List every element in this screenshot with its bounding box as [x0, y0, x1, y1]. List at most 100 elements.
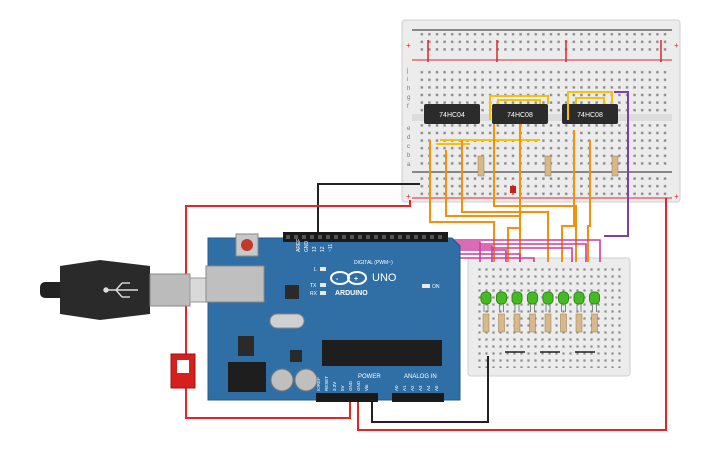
atmega-chip	[322, 340, 442, 366]
usb-jack	[205, 265, 265, 303]
pin12-label: 12	[320, 246, 326, 252]
small-red-part[interactable]	[510, 186, 516, 193]
wire-5v[interactable]	[357, 198, 667, 431]
led-tx-label: TX	[310, 283, 317, 289]
power-pin-label: IOREF	[316, 377, 321, 391]
resistors-main[interactable]	[477, 155, 619, 193]
capacitor	[294, 368, 318, 392]
analog-pin-label: A5	[434, 385, 439, 391]
pin11-label: ~11	[328, 244, 334, 252]
led[interactable]	[558, 291, 569, 312]
on-label: ON	[432, 284, 440, 290]
arduino-logo: - +	[330, 271, 367, 285]
rail-bottom-holes	[416, 176, 668, 196]
ic-74hc08-b[interactable]: 74HC08	[562, 104, 618, 124]
led[interactable]	[511, 291, 523, 312]
power-pin-label: 3.3V	[332, 382, 337, 391]
wire-purple[interactable]	[604, 91, 629, 237]
led-row	[480, 291, 600, 333]
rail-plus-label: +	[406, 41, 411, 50]
led-resistor[interactable]	[529, 313, 536, 333]
arduino-uno-board[interactable]: - + ARDUINO UNO DIGITAL (PWM~) ON L TX R…	[205, 232, 461, 402]
digital-header[interactable]	[283, 232, 448, 242]
svg-text:b: b	[407, 153, 411, 159]
rail-plus-label-right: +	[674, 41, 679, 50]
rail-plus-label-bottom-right: +	[674, 192, 679, 201]
slide-switch-icon[interactable]	[177, 360, 189, 373]
model-label: UNO	[372, 272, 397, 284]
power-pin-label: GND	[348, 380, 353, 391]
ic-label: 74HC04	[439, 112, 465, 119]
svg-text:+: +	[354, 276, 358, 283]
led[interactable]	[573, 291, 585, 312]
wire-gnd-top[interactable]	[317, 183, 420, 234]
capacitor	[270, 368, 294, 392]
gnd-label: GND	[304, 241, 310, 253]
led-resistor[interactable]	[498, 313, 505, 333]
led[interactable]	[480, 291, 492, 312]
svg-text:c: c	[407, 144, 410, 150]
terminal-lower-holes	[416, 123, 668, 169]
analog-pin-label: A2	[410, 385, 415, 391]
led-resistor[interactable]	[544, 313, 552, 333]
pin13-label: 13	[312, 246, 318, 252]
svg-text:e: e	[407, 126, 411, 132]
led[interactable]	[496, 291, 507, 312]
voltage-regulator	[238, 336, 254, 356]
power-jack	[228, 362, 266, 392]
brand-label: ARDUINO	[335, 290, 368, 297]
usb-cable[interactable]	[40, 260, 213, 320]
rail-jumpers[interactable]	[427, 40, 662, 62]
led-l-label: L	[314, 267, 317, 273]
ic-label: 74HC08	[507, 112, 533, 119]
led[interactable]	[542, 291, 554, 312]
wire-gnd-bottom[interactable]	[371, 356, 489, 423]
small-chip	[290, 350, 302, 362]
ic-label: 74HC08	[577, 112, 603, 119]
led[interactable]	[527, 291, 538, 312]
svg-text:g: g	[407, 95, 410, 101]
analog-pin-label: A3	[418, 385, 423, 391]
led-rx-label: RX	[310, 291, 318, 297]
led-resistor[interactable]	[482, 313, 490, 333]
power-label: POWER	[358, 374, 381, 380]
analog-pin-label: A1	[402, 385, 407, 391]
power-pin-label: Vin	[364, 384, 369, 391]
svg-text:i: i	[407, 77, 408, 83]
led-resistor[interactable]	[591, 313, 598, 333]
led-resistor[interactable]	[513, 313, 521, 333]
power-pin-label: RESET	[324, 376, 329, 391]
analog-header[interactable]	[392, 393, 444, 402]
power-pin-label: GND	[356, 380, 361, 391]
svg-text:f: f	[407, 104, 409, 110]
aref-label: AREF	[296, 239, 302, 252]
led-resistor[interactable]	[560, 313, 567, 333]
main-breadboard[interactable]: + + + + j i h g f e d c b a	[401, 19, 681, 203]
on-led	[422, 284, 430, 288]
analog-pin-label: A4	[426, 385, 431, 391]
usb-chip	[285, 285, 299, 299]
row-letters: j i h g f e d c b a	[406, 68, 411, 168]
ic-74hc04[interactable]: 74HC04	[424, 104, 480, 124]
reset-button[interactable]	[235, 233, 259, 257]
led[interactable]	[589, 291, 600, 312]
analog-pin-label: A0	[394, 385, 399, 391]
power-header[interactable]	[316, 393, 378, 402]
ic-yellow-jumpers[interactable]	[436, 91, 613, 145]
rail-top-holes	[416, 33, 668, 55]
crystal	[269, 313, 305, 329]
usb-icon	[103, 282, 138, 298]
digital-label: DIGITAL (PWM~)	[354, 260, 393, 266]
svg-text:d: d	[407, 135, 410, 141]
svg-text:j: j	[406, 68, 408, 74]
rail-plus-label-bottom: +	[406, 192, 411, 201]
analog-label: ANALOG IN	[404, 374, 437, 380]
led-resistor[interactable]	[575, 313, 583, 333]
svg-text:-: -	[336, 276, 339, 283]
wire-5v-switch[interactable]	[185, 200, 411, 419]
slide-switch[interactable]	[170, 353, 196, 389]
ic-74hc08-a[interactable]: 74HC08	[492, 104, 548, 124]
svg-text:h: h	[407, 86, 410, 92]
